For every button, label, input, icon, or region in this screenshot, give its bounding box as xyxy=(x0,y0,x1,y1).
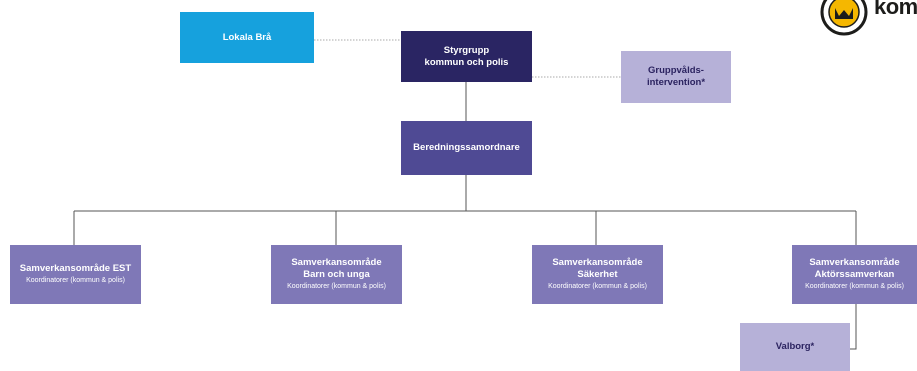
node-sakerhet-title-2: Säkerhet xyxy=(577,269,618,281)
node-beredning-title: Beredningssamordnare xyxy=(413,142,520,154)
node-aktor: Samverkansområde Aktörssamverkan Koordin… xyxy=(792,245,917,304)
node-sakerhet: Samverkansområde Säkerhet Koordinatorer … xyxy=(532,245,663,304)
node-styrgrupp-title-1: Styrgrupp xyxy=(443,44,490,56)
node-styrgrupp-title-2: kommun och polis xyxy=(424,56,509,68)
node-gruppvald: Gruppvålds- intervention* xyxy=(621,51,731,103)
node-lokala-bra-title: Lokala Brå xyxy=(222,31,272,43)
node-est-sub: Koordinatorer (kommun & polis) xyxy=(26,277,125,285)
node-barn-title-1: Samverkansområde xyxy=(291,257,382,269)
node-lokala-bra: Lokala Brå xyxy=(180,12,314,63)
node-est: Samverkansområde EST Koordinatorer (komm… xyxy=(10,245,141,304)
node-valborg-title: Valborg* xyxy=(775,341,815,353)
node-est-title: Samverkansområde EST xyxy=(19,263,132,275)
node-sakerhet-title-1: Samverkansområde xyxy=(552,257,643,269)
node-barn: Samverkansområde Barn och unga Koordinat… xyxy=(271,245,402,304)
node-styrgrupp: Styrgrupp kommun och polis xyxy=(401,31,532,82)
node-barn-sub: Koordinatorer (kommun & polis) xyxy=(287,283,386,290)
connector-aktor-valborg xyxy=(850,304,857,350)
node-aktor-sub: Koordinatorer (kommun & polis) xyxy=(805,283,904,290)
node-gruppvald-title-1: Gruppvålds- xyxy=(648,65,704,77)
node-barn-title-2: Barn och unga xyxy=(303,269,370,281)
node-beredning: Beredningssamordnare xyxy=(401,121,532,175)
node-sakerhet-sub: Koordinatorer (kommun & polis) xyxy=(548,283,647,290)
node-aktor-title-2: Aktörssamverkan xyxy=(814,269,895,281)
node-aktor-title-1: Samverkansområde xyxy=(809,257,900,269)
municipality-crown-logo-icon xyxy=(820,0,868,36)
node-gruppvald-title-2: intervention* xyxy=(646,77,706,88)
node-valborg: Valborg* xyxy=(740,323,850,371)
logo-text: kom xyxy=(874,0,917,19)
